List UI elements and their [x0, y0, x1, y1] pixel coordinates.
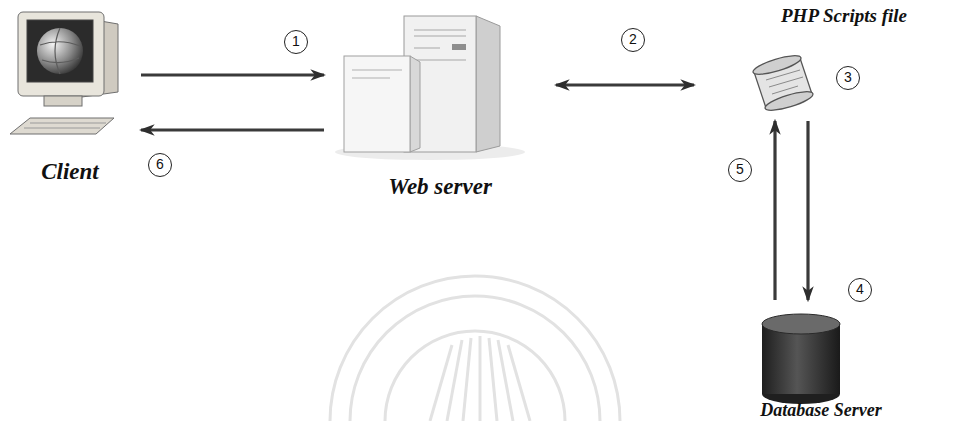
watermark-seal-part: [385, 331, 565, 421]
database-cylinder-part: [762, 314, 840, 334]
client-computer-part: [10, 118, 114, 134]
watermark-seal: [330, 276, 620, 421]
watermark-seal-part: [330, 276, 620, 421]
web-server-machine-part: [404, 16, 476, 152]
script-scroll-part: [751, 52, 802, 78]
flow-arrow: [773, 121, 776, 300]
client-node: Client: [5, 5, 135, 185]
node-label: Web server: [388, 174, 492, 200]
web-server-machine-part: [410, 56, 420, 152]
node-label: Client: [41, 159, 99, 185]
client-computer-part: [37, 28, 83, 74]
script-scroll-part: [766, 70, 803, 94]
script-scroll-part: [763, 88, 814, 114]
client-computer-part: [40, 28, 80, 74]
node-label: PHP Scripts file: [781, 5, 907, 27]
script-scroll: [751, 52, 814, 114]
flow-arrow: [141, 128, 324, 131]
watermark-seal-part: [463, 338, 471, 421]
watermark-seal-part: [489, 338, 497, 421]
flow-arrow: [806, 121, 809, 300]
callout-number: 6: [148, 153, 172, 177]
flow-arrow: [141, 73, 324, 76]
database-node: Database Server: [690, 306, 952, 421]
callout-number: 5: [728, 158, 752, 182]
watermark-seal-part: [479, 336, 482, 421]
web-server-node: Web server: [330, 10, 550, 200]
watermark-seal-part: [350, 296, 600, 421]
client-computer-part: [27, 20, 93, 82]
web-server-machine-part: [414, 30, 466, 60]
flow-arrow: [556, 83, 694, 86]
web-server-machine-part: [352, 70, 402, 78]
client-computer-part: [24, 123, 106, 128]
callout-number: 2: [621, 28, 645, 52]
php-script-node: PHP Scripts file: [700, 5, 952, 115]
web-server-machine: [335, 16, 525, 160]
node-label: Database Server: [760, 400, 881, 421]
watermark-seal-part: [447, 340, 462, 421]
web-server-machine-part: [344, 56, 410, 152]
web-server-machine-part: [476, 16, 500, 152]
web-server-machine-part: [452, 44, 466, 50]
callout-number: 4: [848, 278, 872, 302]
client-computer: [10, 12, 118, 134]
callout-number: 1: [284, 30, 308, 54]
client-computer-part: [18, 12, 104, 96]
client-computer-part: [44, 96, 82, 106]
database-cylinder: [762, 314, 840, 404]
callout-number: 3: [836, 66, 860, 90]
watermark-seal-part: [508, 345, 530, 421]
